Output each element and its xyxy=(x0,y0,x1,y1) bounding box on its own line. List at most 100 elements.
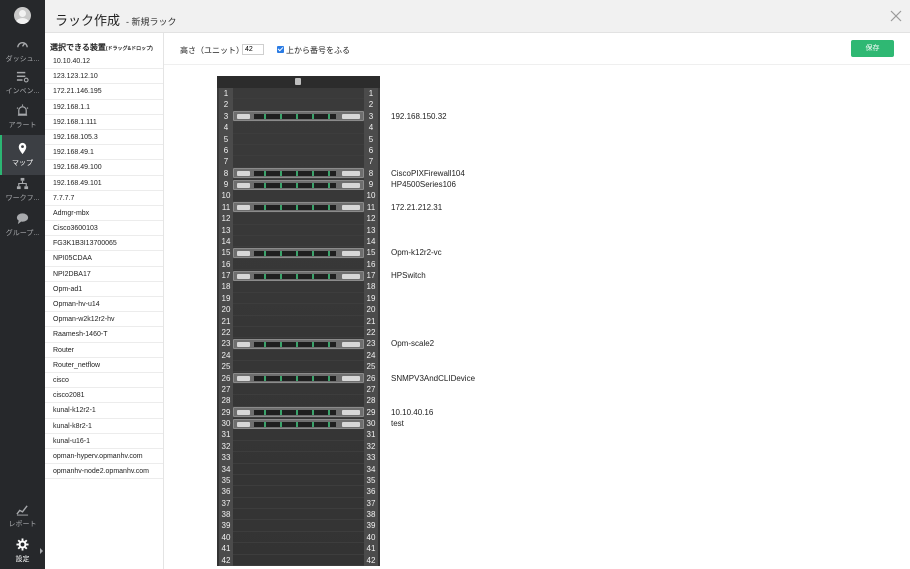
rack-unit-slot[interactable] xyxy=(233,441,364,453)
rack-unit-slot[interactable] xyxy=(233,429,364,441)
nav-item-reports[interactable]: レポート xyxy=(0,496,45,536)
device-list-item[interactable]: 192.168.105.3 xyxy=(45,130,163,146)
rack-unit-slot[interactable] xyxy=(233,168,364,180)
rack-unit-slot[interactable] xyxy=(233,236,364,248)
expand-caret-icon[interactable] xyxy=(40,548,43,554)
rack-unit-slot[interactable] xyxy=(233,509,364,521)
rack-device[interactable] xyxy=(233,111,364,122)
device-list-item[interactable]: Opman-hv-u14 xyxy=(45,297,163,313)
nav-item-dashboard[interactable]: ダッシュ... xyxy=(0,31,45,71)
device-list-item[interactable]: Admgr-mbx xyxy=(45,206,163,222)
rack-unit-slot[interactable] xyxy=(233,99,364,111)
nav-item-inventory[interactable]: インベン... xyxy=(0,63,45,103)
rack-unit-slot[interactable] xyxy=(233,395,364,407)
rack-unit-slot[interactable] xyxy=(233,543,364,555)
topdown-checkbox[interactable] xyxy=(277,46,284,53)
device-list-item[interactable]: kunal-k12r2-1 xyxy=(45,403,163,419)
rack-unit-slot[interactable] xyxy=(233,532,364,544)
rack-unit-slot[interactable] xyxy=(233,281,364,293)
rack-unit-number: 17 xyxy=(366,271,376,281)
rack-unit-slot[interactable] xyxy=(233,316,364,327)
device-list-item[interactable]: FG3K1B3I13700065 xyxy=(45,236,163,252)
rack-device[interactable] xyxy=(233,270,364,281)
close-icon[interactable] xyxy=(890,10,902,22)
nav-label: ワークフ... xyxy=(5,195,40,202)
rack-device[interactable] xyxy=(233,247,364,258)
rack-unit-slot[interactable] xyxy=(233,304,364,316)
device-list-item[interactable]: 172.21.146.195 xyxy=(45,84,163,100)
device-list-item[interactable]: 192.168.1.111 xyxy=(45,115,163,130)
rack-unit-number: 14 xyxy=(221,236,231,246)
rack-unit-slot[interactable] xyxy=(233,452,364,464)
device-list-item[interactable]: 123.123.12.10 xyxy=(45,69,163,85)
rack-unit-slot[interactable] xyxy=(233,134,364,145)
rack-unit-slot[interactable] xyxy=(233,225,364,236)
device-list-item[interactable]: Router_netflow xyxy=(45,358,163,373)
nav-item-alerts[interactable]: アラート xyxy=(0,97,45,137)
device-list-item[interactable]: cisco xyxy=(45,373,163,389)
device-list-item[interactable]: 192.168.49.1 xyxy=(45,145,163,161)
rack-unit-slot[interactable] xyxy=(233,520,364,532)
topdown-label[interactable]: 上から番号をふる xyxy=(286,46,350,55)
rack-unit-slot[interactable] xyxy=(233,190,364,202)
rack-unit-slot[interactable] xyxy=(233,555,364,566)
nav-item-groups[interactable]: グループ... xyxy=(0,205,45,245)
rack-unit-slot[interactable] xyxy=(233,179,364,191)
rack-unit-slot[interactable] xyxy=(233,407,364,418)
device-list-item[interactable]: opmanhv-node2.opmanhv.com xyxy=(45,464,163,480)
device-list-item[interactable]: 7.7.7.7 xyxy=(45,191,163,206)
rack-unit-slot[interactable] xyxy=(233,202,364,214)
rack-unit-slot[interactable] xyxy=(233,156,364,168)
rack-unit-slot[interactable] xyxy=(233,88,364,100)
rack-unit-slot[interactable] xyxy=(233,145,364,157)
rack-device[interactable] xyxy=(233,179,364,190)
device-list-item[interactable]: Raamesh-1460-T xyxy=(45,327,163,343)
rack-unit-number: 19 xyxy=(221,293,231,303)
rack-device[interactable] xyxy=(233,373,364,383)
rack-unit-slot[interactable] xyxy=(233,247,364,259)
rack-unit-slot[interactable] xyxy=(233,498,364,510)
device-list-item[interactable]: Opman-w2k12r2-hv xyxy=(45,312,163,328)
rack-unit-slot[interactable] xyxy=(233,486,364,498)
rack-unit-slot[interactable] xyxy=(233,373,364,384)
device-list-item[interactable]: Opm-ad1 xyxy=(45,282,163,297)
rack-unit-slot[interactable] xyxy=(233,350,364,362)
rack-unit-slot[interactable] xyxy=(233,293,364,305)
nav-item-workflow[interactable]: ワークフ... xyxy=(0,170,45,210)
device-list-item[interactable]: 10.10.40.12 xyxy=(45,54,163,70)
rack-unit-slot[interactable] xyxy=(233,338,364,350)
device-list-item[interactable]: NPI2DBA17 xyxy=(45,267,163,282)
rack-unit-slot[interactable] xyxy=(233,327,364,339)
device-list-item[interactable]: kunal-k8r2-1 xyxy=(45,419,163,434)
avatar[interactable] xyxy=(14,7,31,24)
rack-unit-slot[interactable] xyxy=(233,384,364,396)
rack-unit-slot[interactable] xyxy=(233,475,364,487)
rack-unit-slot[interactable] xyxy=(233,259,364,271)
rack-device[interactable] xyxy=(233,418,364,429)
device-list-item[interactable]: NPI05CDAA xyxy=(45,251,163,267)
device-list-item[interactable]: opman-hyperv.opmanhv.com xyxy=(45,449,163,465)
device-list-item[interactable]: kunal-u16-1 xyxy=(45,434,163,449)
save-button[interactable]: 保存 xyxy=(851,40,894,57)
rack-device[interactable] xyxy=(233,168,364,179)
rack-device[interactable] xyxy=(233,407,364,418)
rack-device[interactable] xyxy=(233,202,364,213)
nav-item-settings[interactable]: 設定 xyxy=(0,531,45,569)
rack-unit-slot[interactable] xyxy=(233,418,364,430)
device-list-item[interactable]: 192.168.49.100 xyxy=(45,160,163,176)
rack-unit-slot[interactable] xyxy=(233,464,364,475)
device-list-item[interactable]: 192.168.1.1 xyxy=(45,100,163,115)
rack-device[interactable] xyxy=(233,338,364,349)
rack-unit-slot[interactable] xyxy=(233,361,364,373)
rack-unit-slot[interactable] xyxy=(233,122,364,134)
rack-unit-slot[interactable] xyxy=(233,111,364,123)
height-input[interactable] xyxy=(242,44,264,55)
device-list-item[interactable]: cisco2081 xyxy=(45,388,163,404)
device-list-item[interactable]: 192.168.49.101 xyxy=(45,176,163,191)
nav-item-maps[interactable]: マップ xyxy=(0,135,45,175)
device-list-item[interactable]: Cisco3600103 xyxy=(45,221,163,237)
rack-unit-slot[interactable] xyxy=(233,213,364,225)
device-drive-bays xyxy=(254,114,336,120)
device-list-item[interactable]: Router xyxy=(45,343,163,358)
rack-unit-slot[interactable] xyxy=(233,270,364,282)
